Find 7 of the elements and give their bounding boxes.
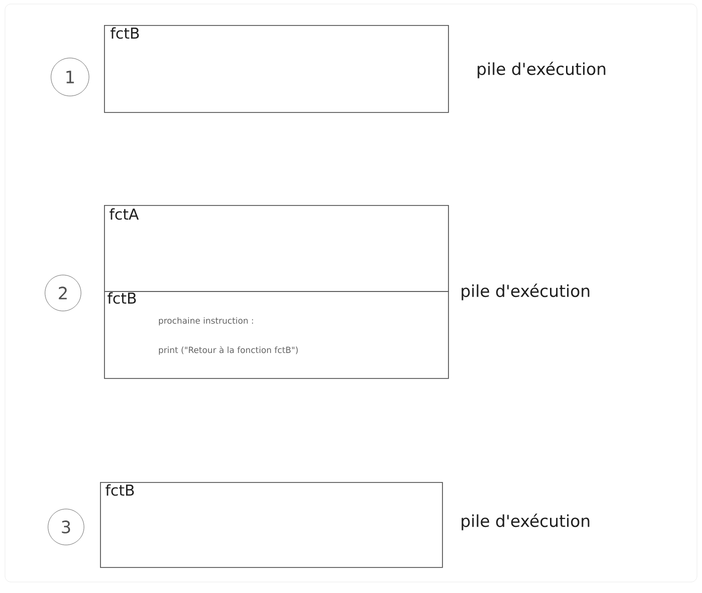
stack-label: pile d'exécution xyxy=(462,284,590,300)
stack-label: pile d'exécution xyxy=(462,514,590,530)
stack-frame-box: fctB prochaine instruction : print ("Retour à la fonction fctB") xyxy=(104,291,449,379)
stack-label: pile d'exécution xyxy=(478,62,606,78)
stack-frame-box: fctB xyxy=(100,482,443,568)
stack-frame-box: fctA xyxy=(104,205,449,292)
stack-frame-box: fctB xyxy=(104,25,449,113)
